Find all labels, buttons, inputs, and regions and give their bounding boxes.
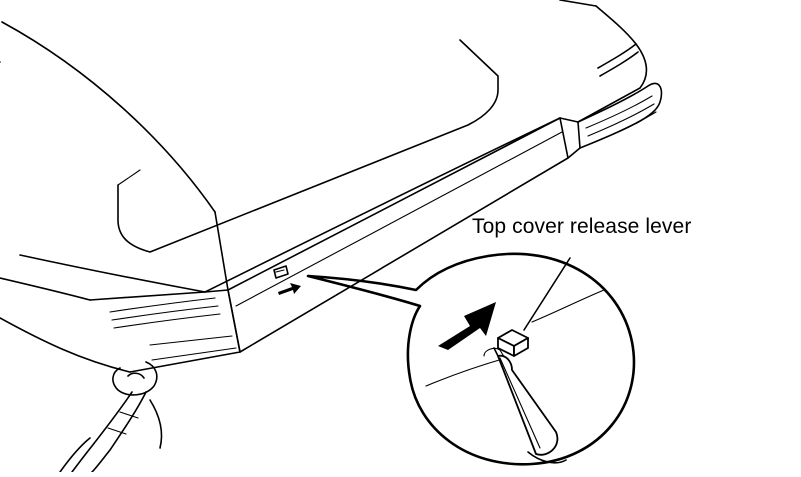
strap-post (112, 361, 158, 396)
left-grip-ridge-3 (113, 313, 221, 329)
left-grip-ridge-2 (111, 305, 219, 321)
top-panel-outline (117, 39, 499, 253)
arrow-icon (278, 283, 301, 295)
callout-balloon (306, 252, 636, 466)
left-lower-ledge-2 (151, 347, 237, 361)
zoom-callout (306, 252, 636, 466)
strap-band-2 (107, 427, 127, 435)
right-end-cap (559, 117, 581, 159)
lever-slot (483, 347, 507, 361)
strap-band-1 (119, 411, 139, 419)
callout-panel-edge-upper (531, 289, 605, 323)
strap-loop (149, 399, 163, 449)
front-left-bevel (214, 211, 229, 291)
left-front-block (89, 289, 241, 373)
stylus-highlight (499, 357, 541, 449)
lid-grip-ridge-2 (599, 51, 639, 77)
top-panel-corner (117, 169, 141, 186)
front-upper-rail (204, 117, 561, 293)
notebook-computer (0, 0, 663, 473)
right-end-ridge-3 (589, 111, 657, 145)
push-direction-arrow-icon (438, 302, 496, 350)
case-bottom-left-edge (0, 317, 131, 373)
callout-panel-edge-lower (425, 357, 507, 387)
stylus-hand-line (527, 451, 567, 464)
release-lever-slot (275, 269, 285, 273)
stylus-body (497, 354, 559, 456)
top-cover-release-lever-label: Top cover release lever (472, 215, 692, 238)
front-latch-panel-groove (235, 131, 563, 307)
left-lower-ledge (149, 335, 233, 346)
case-left-lower-edge (0, 277, 91, 301)
lid-grip-ridge-1 (597, 43, 637, 69)
stylus-tip (493, 347, 499, 357)
leader-line (523, 257, 571, 331)
right-end-ridge-1 (585, 95, 653, 129)
lever-right-face (513, 337, 529, 357)
strap-post-inner (127, 372, 145, 379)
lid-back-edge (559, 0, 597, 7)
strap-right-edge (91, 391, 147, 473)
right-end-ridge-2 (587, 103, 655, 137)
case-top-left-edge (1, 21, 216, 213)
strap-tail (59, 437, 91, 473)
strap-left-edge (71, 391, 133, 473)
release-lever-on-case (273, 265, 289, 279)
case-left-front-edge (19, 254, 206, 293)
left-grip-ridge-1 (109, 297, 216, 313)
